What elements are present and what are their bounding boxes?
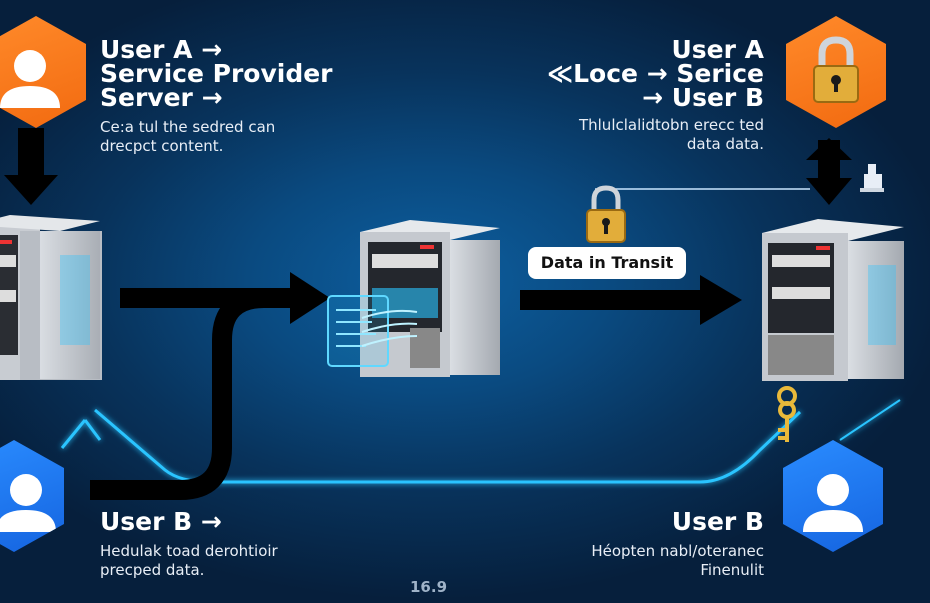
arrow-to-right-server (520, 275, 742, 325)
top-right-title: User A ≪Loce → Serice → User B (546, 35, 764, 112)
top-left-description: Ce:a tul the sedred can drecpct content. (100, 118, 276, 155)
user-icon (0, 474, 56, 532)
glow-line-right (839, 399, 901, 441)
glow-line-bottom (94, 408, 802, 484)
user-b-badge-right (783, 440, 883, 552)
connector-plug-icon (860, 164, 884, 192)
glow-arrowhead (60, 419, 102, 449)
left-server (0, 215, 102, 380)
user-icon (0, 50, 60, 108)
lock-icon (813, 36, 859, 103)
center-server (360, 220, 500, 377)
arrow-lock-down (806, 138, 852, 205)
data-in-transit-label: Data in Transit (528, 247, 686, 279)
bottom-right-title: User B (671, 507, 764, 536)
bottom-right-description: Héopten nabl/oteranec Finenulit (591, 542, 764, 579)
key-icon (777, 386, 797, 442)
data-documents-icon (327, 295, 418, 367)
transit-lock-icon (586, 185, 626, 243)
footer-label: 16.9 (410, 578, 448, 596)
arrow-to-center-server (90, 272, 330, 500)
lock-badge (786, 16, 886, 128)
bottom-left-title: User B → (100, 507, 222, 536)
top-left-title: User A → Service Provider Server → (100, 35, 333, 112)
right-server (762, 219, 904, 381)
arrow-user-a-down (4, 128, 58, 205)
user-icon (803, 474, 863, 532)
bottom-left-description: Hedulak toad derohtioir precped data. (100, 542, 278, 579)
top-right-description: Thlulclalidtobn erecc ted data data. (578, 116, 764, 153)
